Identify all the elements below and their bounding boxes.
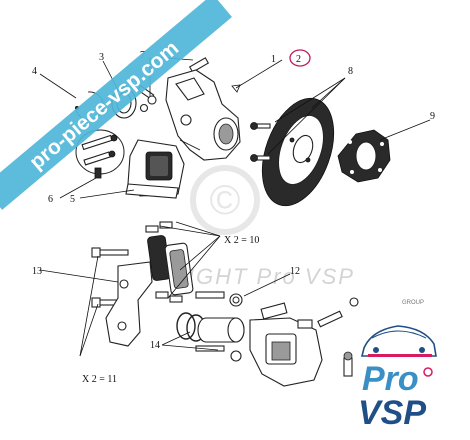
wheel-hub-part-9 bbox=[337, 129, 391, 183]
callout-9: 9 bbox=[430, 111, 435, 122]
pro-vsp-logo: Pro GROUP VSP bbox=[358, 300, 437, 432]
brake-pads-part-10 bbox=[145, 221, 194, 303]
callout-6: 6 bbox=[48, 194, 53, 205]
callout-1: 1 bbox=[271, 54, 276, 65]
callout-2: 2 bbox=[296, 54, 301, 65]
callout-5: 5 bbox=[70, 194, 75, 205]
callout-10: X 2 = 10 bbox=[224, 235, 259, 246]
caliper-part-5 bbox=[125, 139, 185, 199]
caliper-bracket-part-13 bbox=[105, 261, 153, 347]
logo-brand-text: GROUP bbox=[402, 300, 424, 306]
copyright-symbol: © bbox=[210, 176, 241, 223]
caliper-body-lower bbox=[249, 297, 359, 387]
callout-2-highlight bbox=[289, 49, 311, 67]
car-silhouette-icon bbox=[360, 325, 437, 357]
bolt-part-12 bbox=[195, 291, 243, 307]
callout-12: 12 bbox=[290, 266, 300, 277]
callout-13: 13 bbox=[32, 266, 42, 277]
callout-3: 3 bbox=[99, 52, 104, 63]
hub-carrier-part-1 bbox=[165, 69, 241, 161]
copyright-text-watermark: RIGHT Pro VSP bbox=[170, 264, 355, 289]
piston-seals-part-14 bbox=[176, 312, 245, 362]
callout-11: X 2 = 11 bbox=[82, 374, 117, 385]
callout-4: 4 bbox=[32, 66, 37, 77]
copyright-watermark: © bbox=[190, 165, 260, 235]
logo-pro-text: Pro bbox=[362, 360, 419, 398]
caliper-pins-part-6 bbox=[75, 129, 125, 179]
callout-8: 8 bbox=[348, 66, 353, 77]
logo-accent-dot bbox=[423, 367, 433, 377]
lower-leader-lines bbox=[39, 221, 291, 357]
logo-vsp-text: VSP bbox=[358, 394, 426, 432]
callout-14: 14 bbox=[150, 340, 160, 351]
